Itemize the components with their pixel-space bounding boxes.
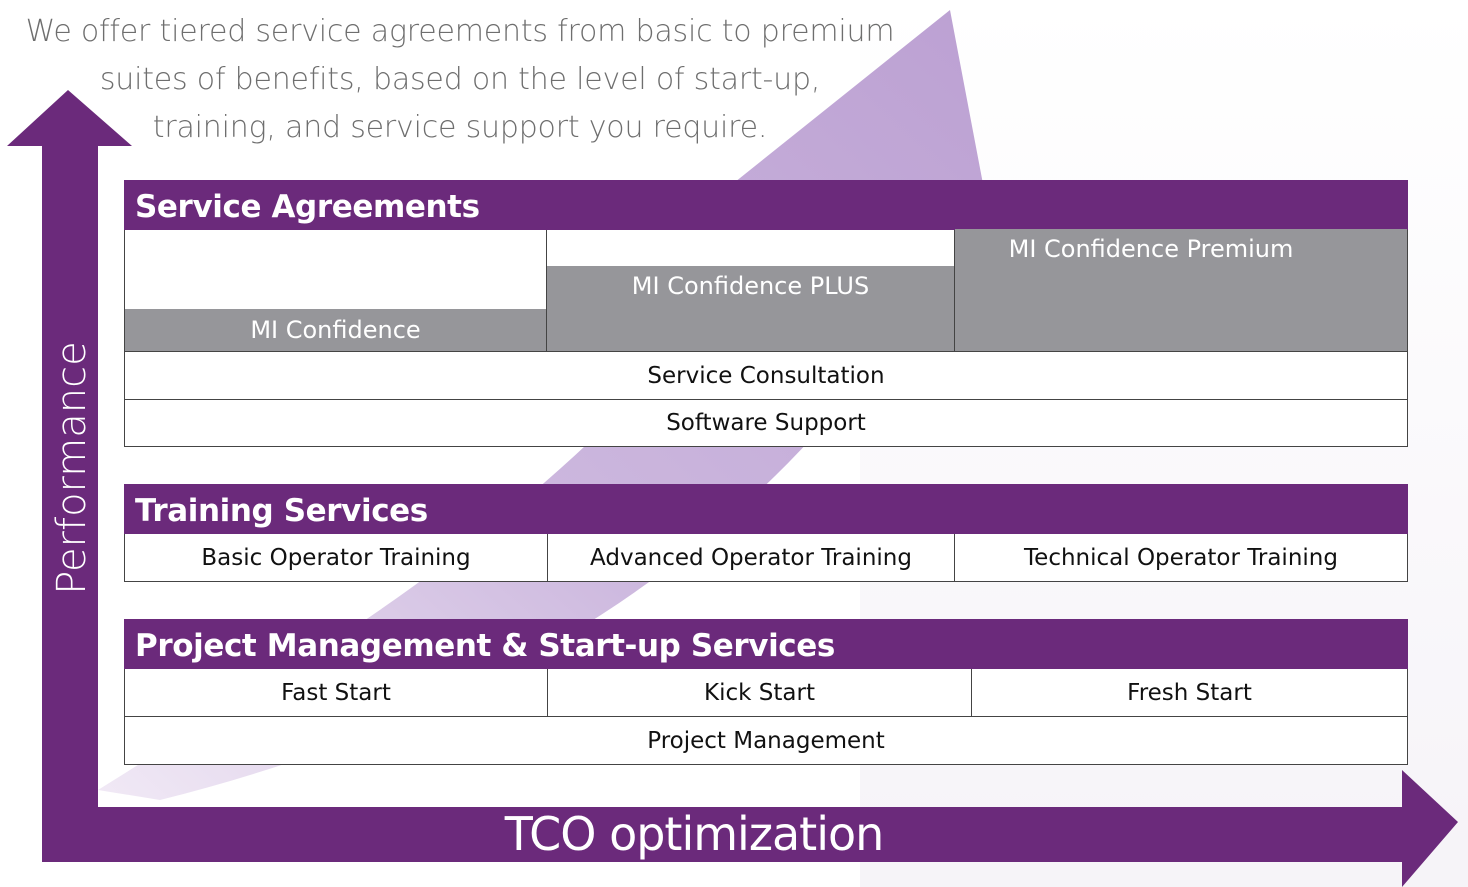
table-row: Service Consultation bbox=[124, 352, 1408, 400]
tco-axis-label: TCO optimization bbox=[504, 807, 885, 861]
service-consultation-cell: Service Consultation bbox=[647, 362, 885, 389]
intro-line-2: suites of benefits, based on the level o… bbox=[99, 62, 821, 97]
section-title: Training Services bbox=[124, 484, 1408, 534]
performance-axis-label: Performance bbox=[49, 341, 95, 595]
tier-basic: MI Confidence bbox=[125, 230, 546, 351]
training-item: Basic Operator Training bbox=[201, 544, 471, 571]
intro-line-3: training, and service support you requir… bbox=[152, 110, 768, 145]
tier-label: MI Confidence bbox=[125, 309, 546, 351]
section-title: Project Management & Start-up Services bbox=[124, 619, 1408, 669]
project-management-cell: Project Management bbox=[647, 727, 885, 754]
startup-item: Fresh Start bbox=[971, 669, 1407, 716]
intro-line-1: We offer tiered service agreements from … bbox=[25, 14, 895, 49]
table-row: Project Management bbox=[124, 717, 1408, 765]
intro-text: We offer tiered service agreements from … bbox=[20, 8, 900, 152]
table-row: Software Support bbox=[124, 400, 1408, 447]
tier-plus: MI Confidence PLUS bbox=[546, 230, 954, 351]
section-title: Service Agreements bbox=[124, 180, 1408, 230]
table-row: Basic Operator Training Advanced Operato… bbox=[124, 534, 1408, 582]
tier-premium: MI Confidence Premium bbox=[954, 229, 1407, 351]
startup-item: Kick Start bbox=[547, 669, 971, 716]
tier-label: MI Confidence PLUS bbox=[547, 266, 954, 351]
training-item: Technical Operator Training bbox=[954, 534, 1407, 581]
training-services-section: Training Services Basic Operator Trainin… bbox=[124, 484, 1408, 582]
tco-axis-arrow bbox=[42, 770, 1458, 887]
startup-item: Fast Start bbox=[281, 679, 391, 706]
project-management-section: Project Management & Start-up Services F… bbox=[124, 619, 1408, 765]
training-item: Advanced Operator Training bbox=[547, 534, 954, 581]
performance-axis-arrow bbox=[7, 90, 132, 862]
tier-row: MI Confidence MI Confidence PLUS MI Conf… bbox=[124, 229, 1408, 352]
service-agreements-section: Service Agreements MI Confidence MI Conf… bbox=[124, 180, 1408, 447]
table-row: Fast Start Kick Start Fresh Start bbox=[124, 669, 1408, 717]
software-support-cell: Software Support bbox=[666, 410, 866, 436]
tier-label: MI Confidence Premium bbox=[955, 229, 1407, 351]
